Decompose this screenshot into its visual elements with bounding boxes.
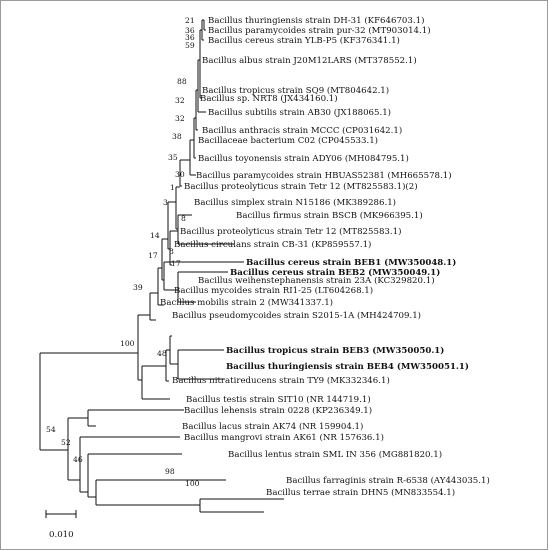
leaf-label: Bacillus lentus strain SML IN 356 (MG881…: [228, 449, 442, 460]
bootstrap-value: 59: [185, 41, 195, 50]
bootstrap-value: 35: [168, 153, 178, 162]
bootstrap-value: 39: [133, 283, 143, 292]
bootstrap-value: 36: [185, 26, 195, 35]
leaf-label: Bacillus testis strain SIT10 (NR 144719.…: [186, 394, 371, 405]
leaf-label: Bacillus subtilis strain AB30 (JX188065.…: [208, 107, 391, 118]
leaf-label: Bacillus toyonensis strain ADY06 (MH0847…: [198, 153, 409, 164]
leaf-label: Bacillus weihenstephanensis strain 23A (…: [198, 275, 435, 286]
leaf-label: Bacillus lehensis strain 0228 (KP236349.…: [184, 405, 372, 416]
leaf-label: Bacillus nitratireducens strain TY9 (MK3…: [172, 375, 390, 386]
scale-bar: 0.010: [45, 510, 77, 540]
leaf-label: Bacillus mobilis strain 2 (MW341337.1): [160, 297, 333, 308]
leaf-label: Bacillus proteolyticus strain Tetr 12 (M…: [180, 226, 401, 237]
bootstrap-value: 46: [73, 455, 83, 464]
bootstrap-value: 54: [46, 425, 56, 434]
bootstrap-value: 8: [169, 247, 174, 256]
leaf-label: Bacillus paramycoides strain pur-32 (MT9…: [208, 25, 431, 36]
bootstrap-value: 100: [185, 479, 200, 488]
bootstrap-value: 52: [61, 438, 71, 447]
bootstrap-value: 36: [185, 33, 195, 42]
bootstrap-value: 14: [150, 231, 160, 240]
bootstrap-value: 88: [177, 77, 187, 86]
leaf-label: Bacillus proteolyticus strain Tetr 12 (M…: [184, 181, 418, 192]
leaf-label: Bacillus farraginis strain R-6538 (AY443…: [286, 475, 490, 486]
leaf-labels: Bacillus thuringiensis strain DH-31 (KF6…: [160, 15, 490, 498]
leaf-label: Bacillus albus strain J20M12LARS (MT3785…: [202, 55, 417, 66]
leaf-label: Bacillus paramycoides strain HBUAS52381 …: [196, 170, 452, 181]
leaf-label: Bacillus mycoides strain RI1-25 (LT60426…: [174, 285, 373, 296]
leaf-label: Bacillus circulans strain CB-31 (KP85955…: [174, 239, 371, 250]
leaf-label: Bacillus cereus strain BEB1 (MW350048.1): [246, 257, 456, 268]
bootstrap-value: 100: [120, 339, 135, 348]
leaf-label: Bacillus thuringiensis strain BEB4 (MW35…: [226, 361, 469, 372]
leaf-label: Bacillus anthracis strain MCCC (CP031642…: [202, 125, 402, 136]
scale-bar-label: 0.010: [49, 530, 74, 540]
bootstrap-value: 3: [163, 198, 168, 207]
tree-branches: [39, 19, 284, 513]
leaf-label: Bacillus sp. NRT8 (JX434160.1): [200, 93, 338, 104]
leaf-label: Bacillus tropicus strain SQ9 (MT804642.1…: [202, 85, 389, 96]
leaf-label: Bacillus cereus strain YLB-P5 (KF376341.…: [208, 35, 400, 46]
bootstrap-value: 30: [175, 170, 185, 179]
bootstrap-value: 38: [172, 132, 182, 141]
leaf-label: Bacillus pseudomycoides strain S2015-1A …: [172, 310, 421, 321]
bootstrap-value: 98: [165, 467, 175, 476]
leaf-label: Bacillus lacus strain AK74 (NR 159904.1): [182, 421, 363, 432]
leaf-label: Bacillus terrae strain DHN5 (MN833554.1): [266, 487, 455, 498]
bootstrap-value: 17: [171, 259, 181, 268]
leaf-label: Bacillus cereus strain BEB2 (MW350049.1): [230, 267, 440, 278]
bootstrap-values: 2136365988323238353013814817173910048545…: [46, 16, 200, 488]
bootstrap-value: 17: [148, 251, 158, 260]
leaf-label: Bacillaceae bacterium C02 (CP045533.1): [198, 135, 378, 146]
leaf-label: Bacillus thuringiensis strain DH-31 (KF6…: [208, 15, 424, 26]
bootstrap-value: 21: [185, 16, 195, 25]
bootstrap-value: 8: [181, 214, 186, 223]
bootstrap-value: 32: [175, 96, 185, 105]
bootstrap-value: 32: [175, 114, 185, 123]
leaf-label: Bacillus firmus strain BSCB (MK966395.1): [236, 210, 423, 221]
bootstrap-value: 48: [157, 349, 167, 358]
leaf-label: Bacillus simplex strain N15186 (MK389286…: [194, 197, 396, 208]
leaf-label: Bacillus mangrovi strain AK61 (NR 157636…: [184, 432, 384, 443]
leaf-label: Bacillus tropicus strain BEB3 (MW350050.…: [226, 345, 444, 356]
bootstrap-value: 1: [170, 183, 175, 192]
